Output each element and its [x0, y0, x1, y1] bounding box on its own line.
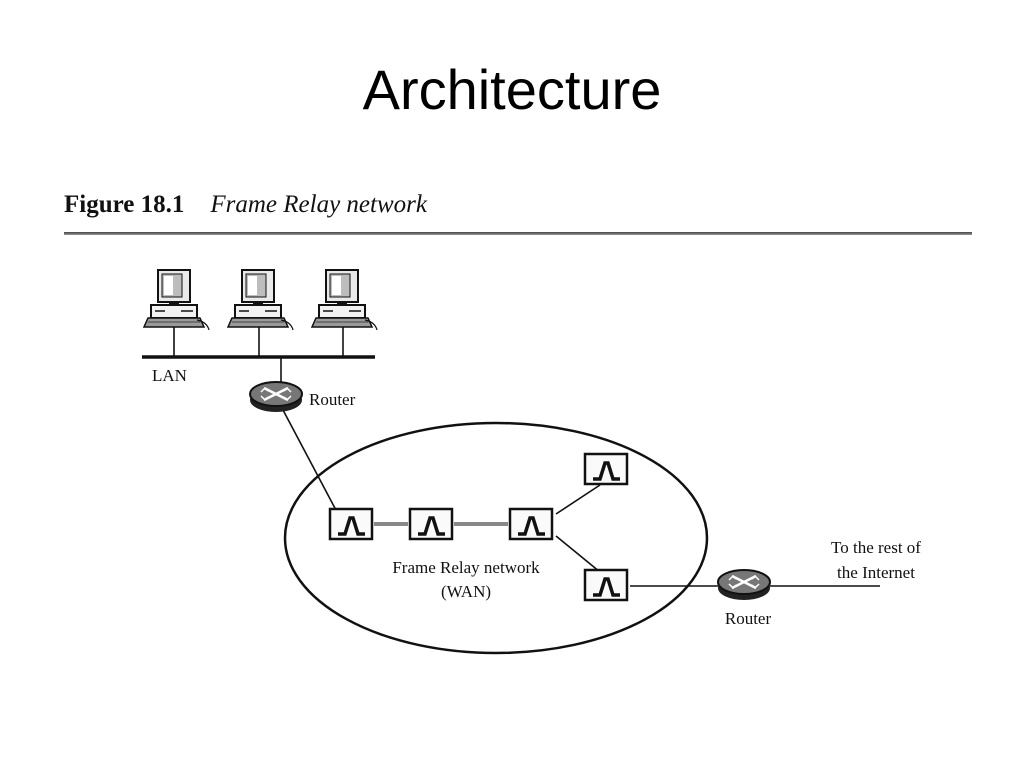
network-label: Frame Relay network: [392, 558, 540, 577]
router-icon: [248, 380, 304, 414]
computer-icon: [227, 269, 294, 331]
computer-icon: [143, 269, 210, 331]
frame-relay-switch-icon: [328, 507, 374, 541]
slide-title: Architecture: [362, 58, 662, 121]
figure-number: Figure 18.1: [64, 191, 185, 218]
frame-relay-switch-icon: [508, 507, 554, 541]
router-internet-label: Router: [725, 609, 772, 628]
computer-icon: [311, 269, 378, 331]
frame-relay-switch-icon: [583, 568, 629, 602]
internet-sublabel: the Internet: [837, 563, 915, 582]
wan-boundary: [283, 421, 709, 655]
network-sublabel: (WAN): [441, 582, 491, 601]
router-icon: [716, 568, 772, 602]
figure-caption: Figure 18.1 Frame Relay network: [64, 191, 427, 219]
lan-label: LAN: [152, 366, 187, 385]
router-lan-label: Router: [309, 390, 356, 409]
caption-rule: [64, 232, 972, 235]
frame-relay-switch-icon: [583, 452, 629, 486]
network-links: [173, 327, 880, 587]
frame-relay-switch-icon: [408, 507, 454, 541]
figure-name: Frame Relay network: [210, 191, 427, 218]
internet-label: To the rest of: [831, 538, 921, 557]
